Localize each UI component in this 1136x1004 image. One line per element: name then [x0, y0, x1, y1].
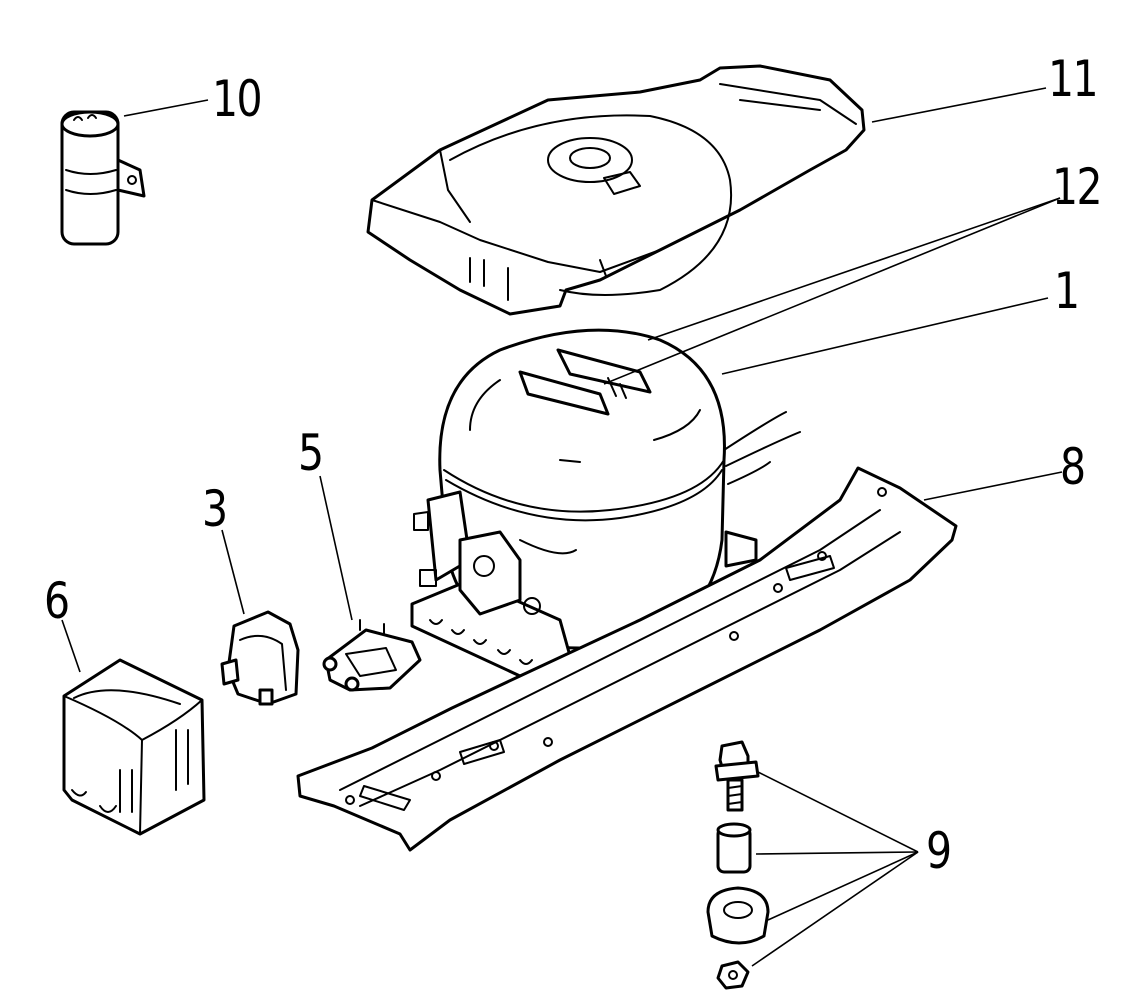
callout-12: 12 [1052, 158, 1103, 216]
part-mounting-hardware [706, 740, 770, 990]
part-overload-protector [322, 619, 422, 692]
callout-10: 10 [212, 70, 263, 128]
part-compressor [410, 328, 801, 678]
callout-3: 3 [202, 480, 228, 538]
part-capacitor [60, 110, 146, 246]
part-cover-tray [366, 64, 866, 316]
part-base-plate [296, 466, 958, 852]
leader-lines [61, 87, 1063, 967]
part-terminal-cover [62, 658, 206, 836]
callout-6: 6 [44, 572, 70, 630]
part-relay [220, 610, 300, 706]
callout-5: 5 [298, 424, 324, 482]
callout-9: 9 [926, 822, 952, 880]
callout-11: 11 [1048, 50, 1099, 108]
callout-8: 8 [1060, 438, 1086, 496]
callout-1: 1 [1054, 262, 1080, 320]
